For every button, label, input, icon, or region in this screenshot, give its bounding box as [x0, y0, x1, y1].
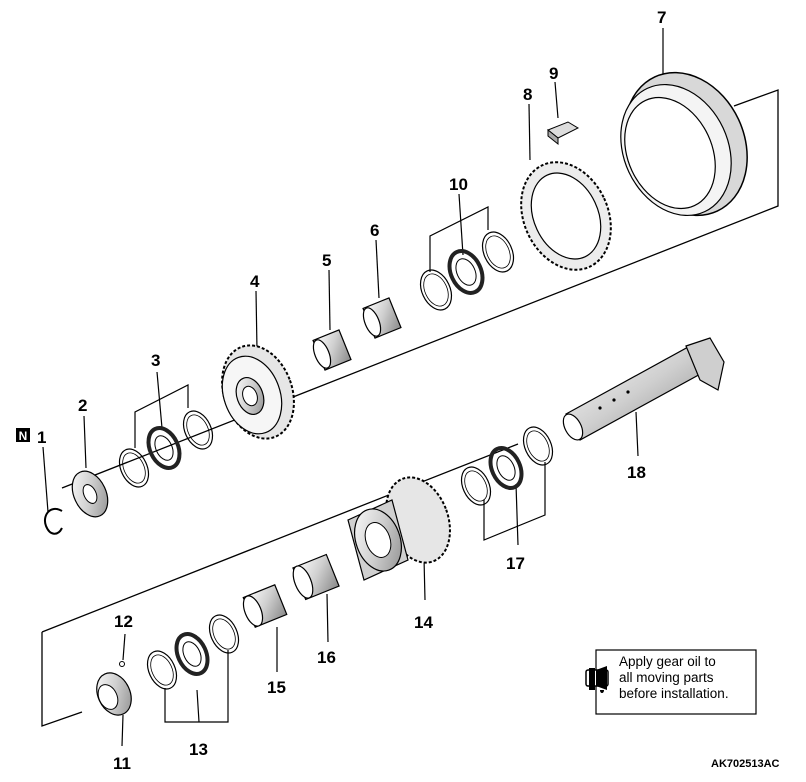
callout-4: 4: [250, 272, 260, 291]
callout-11: 11: [113, 754, 131, 773]
needle-bearing-set-17: [460, 426, 554, 506]
n-marker-icon: N: [16, 428, 30, 443]
callout-numbers: 1 2 3 4 5 6 7 8 9 10 11 12 13 14 15 16 1…: [37, 8, 666, 773]
gear-14: [347, 476, 451, 581]
callout-1: 1: [37, 428, 46, 447]
callout-3: 3: [151, 351, 160, 370]
thrust-washer: [71, 470, 109, 518]
needle-bearing-16: [292, 553, 340, 601]
callout-17: 17: [506, 554, 525, 573]
callout-14: 14: [414, 613, 433, 632]
callout-16: 16: [317, 648, 336, 667]
assembly-outline: [41, 89, 779, 727]
synchronizer-sleeve: [620, 71, 748, 217]
gear-4: [221, 344, 295, 440]
callout-18: 18: [627, 463, 646, 482]
needle-bearing-15: [242, 584, 288, 628]
oil-can-icon: [585, 666, 609, 693]
reference-code: AK702513AC: [711, 758, 780, 770]
note-line-3: before installation.: [619, 686, 729, 701]
note-line-1: Apply gear oil to: [619, 654, 716, 669]
synchronizer-key: [547, 121, 580, 146]
spacer: [96, 672, 132, 716]
snap-ring: [44, 507, 63, 535]
note-line-2: all moving parts: [619, 670, 714, 685]
callout-5: 5: [322, 251, 331, 270]
callout-6: 6: [370, 221, 379, 240]
needle-bearing-6: [362, 297, 402, 339]
callout-15: 15: [267, 678, 286, 697]
needle-bearing-5: [312, 329, 352, 371]
needle-bearing-set-10: [419, 231, 515, 311]
callout-8: 8: [523, 85, 532, 104]
needle-bearing-set-13: [146, 614, 240, 690]
needle-bearing-set-3: [118, 410, 214, 488]
shaft: [562, 337, 725, 441]
note-box: [585, 649, 757, 715]
callout-13: 13: [189, 740, 208, 759]
n-marker-label: N: [19, 429, 28, 443]
callout-9: 9: [549, 64, 558, 83]
callout-10: 10: [449, 175, 468, 194]
note-text: Apply gear oil to all moving parts befor…: [619, 654, 759, 702]
leader-lines: [42, 28, 664, 747]
callout-2: 2: [78, 396, 87, 415]
callout-12: 12: [114, 612, 133, 631]
steel-ball: [119, 661, 125, 667]
synchronizer-ring: [520, 161, 612, 271]
callout-7: 7: [657, 8, 666, 27]
